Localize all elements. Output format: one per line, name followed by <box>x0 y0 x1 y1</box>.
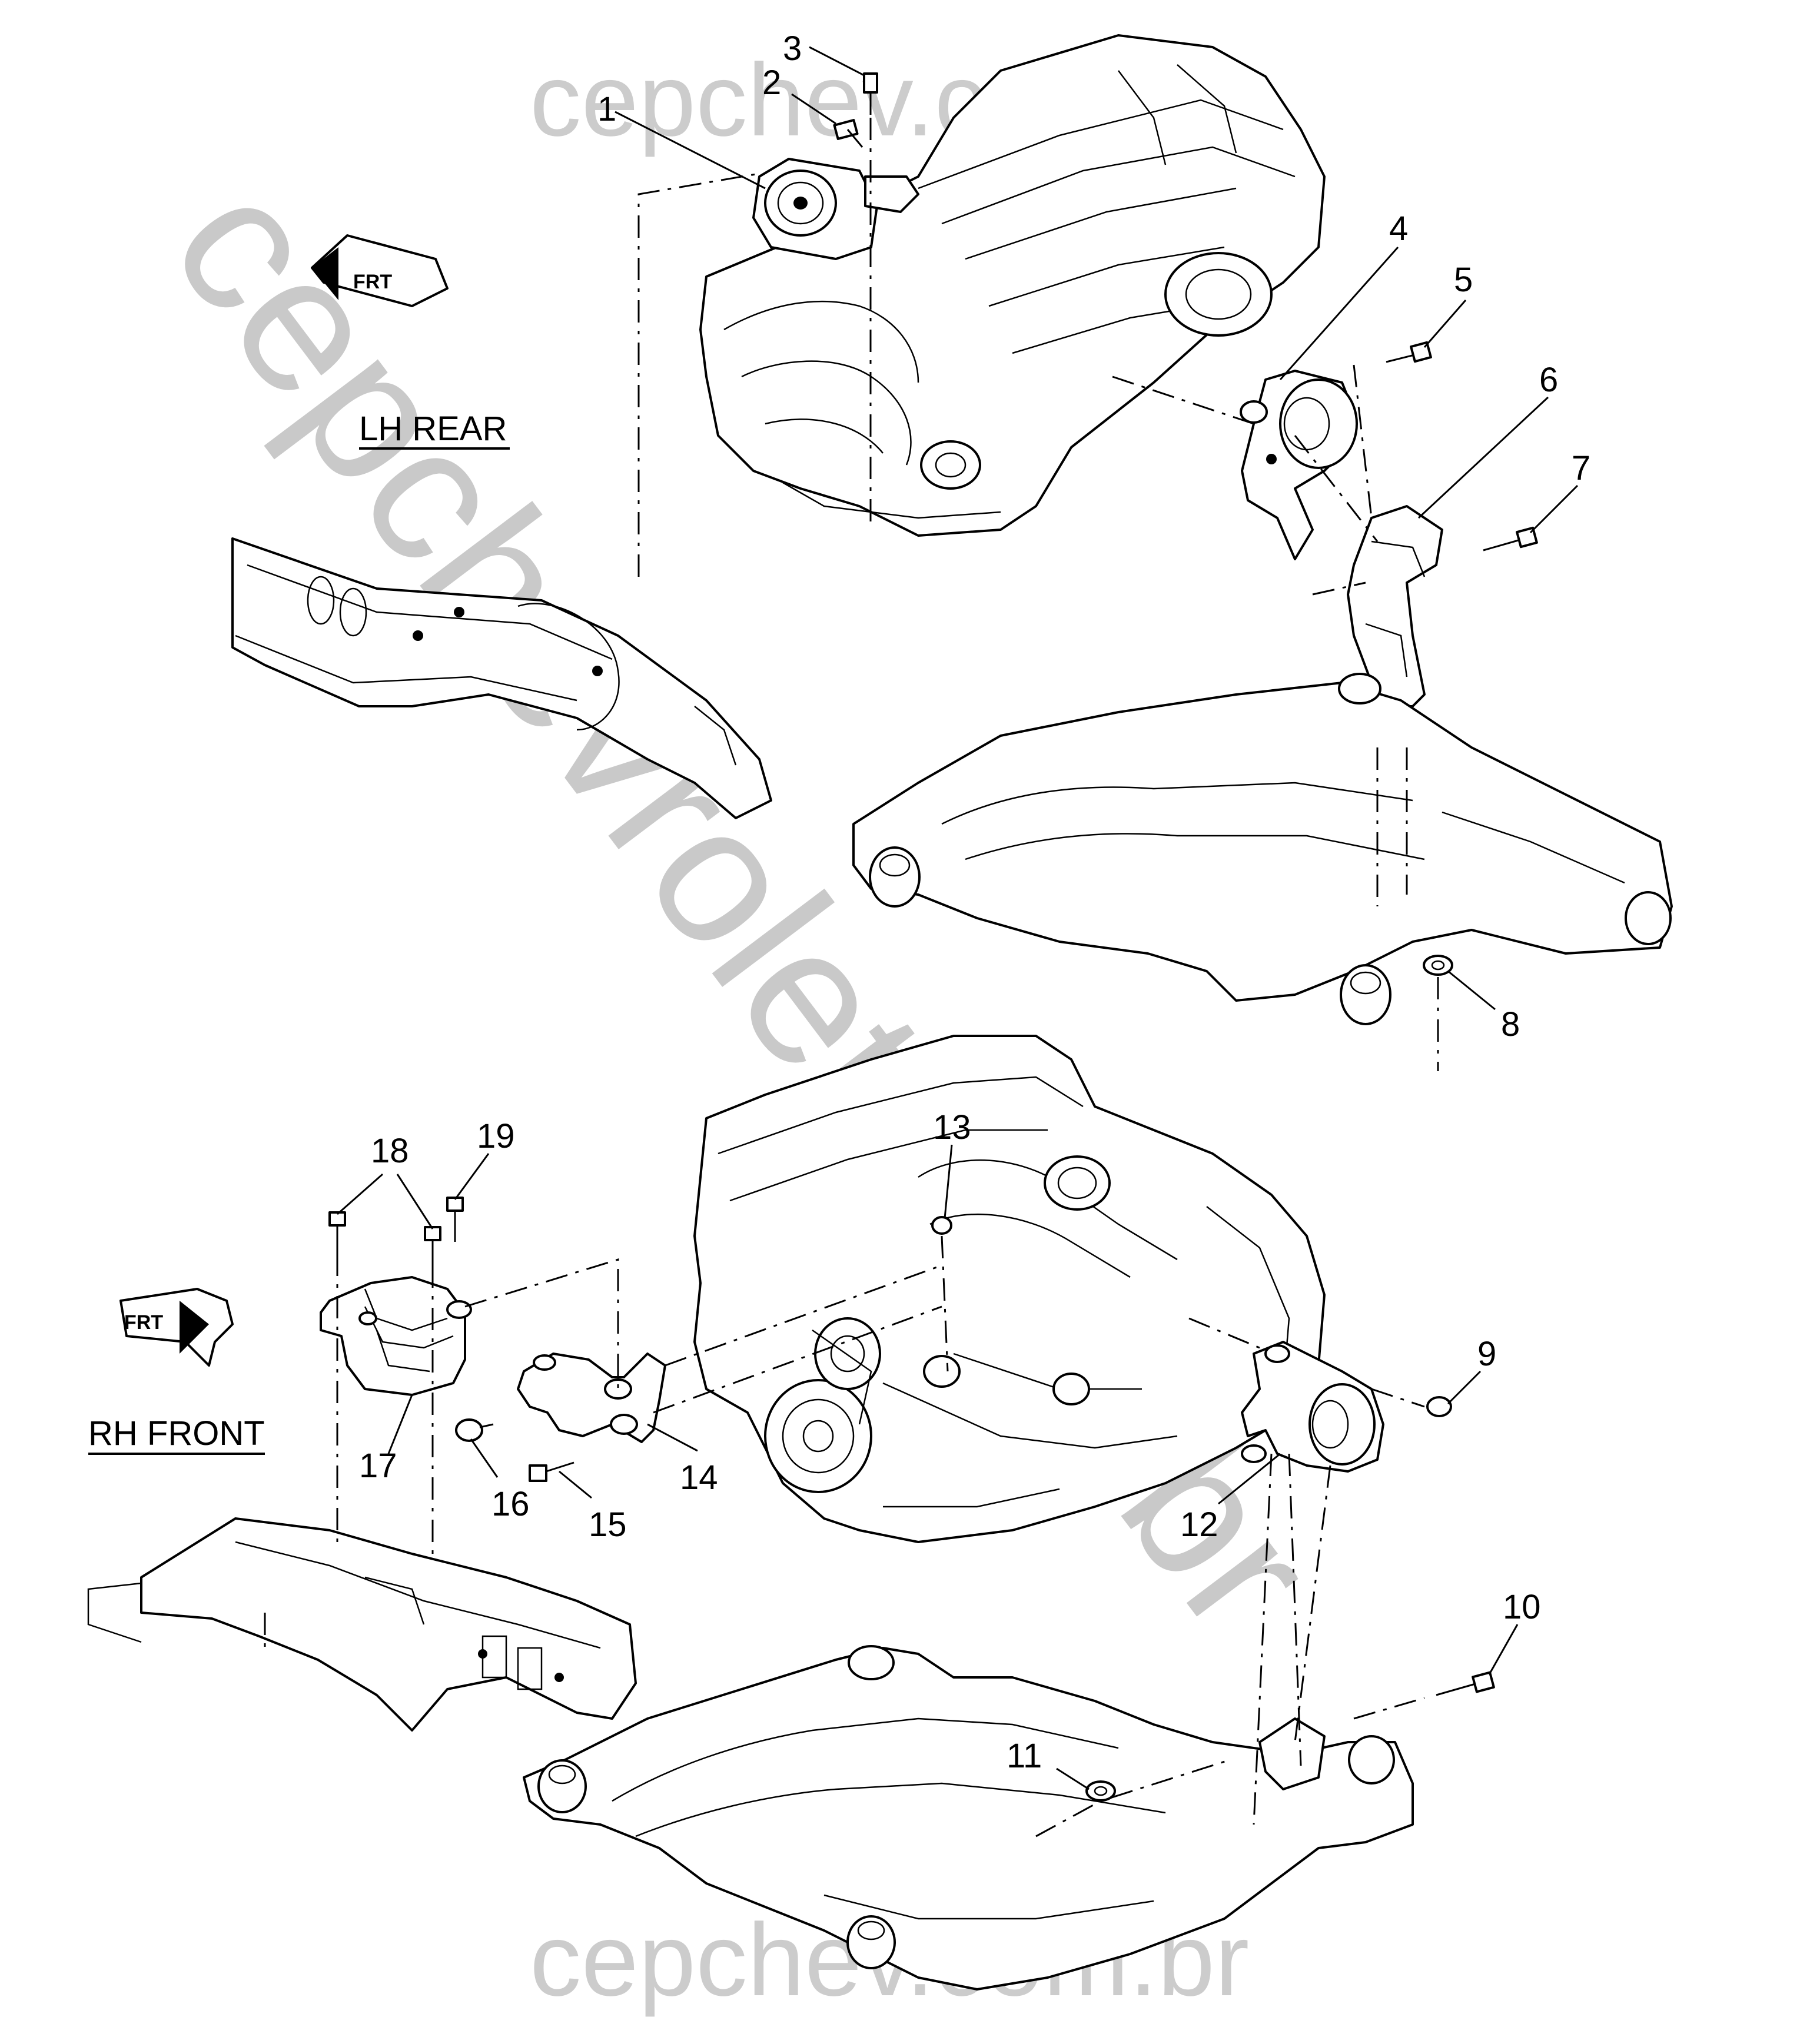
leader-lines <box>337 46 1579 1790</box>
rh-front-mount <box>320 1276 472 1396</box>
lh-rear-label: LH REAR <box>359 410 507 448</box>
callout-5: 5 <box>1454 261 1473 299</box>
alignment-line-12b <box>1288 1453 1302 1766</box>
alignment-line-mount-4 <box>1112 376 1254 425</box>
callout-7: 7 <box>1572 449 1590 487</box>
bolt-7 <box>1483 526 1538 551</box>
callout-18: 18 <box>371 1132 409 1170</box>
rh-front-view: FRT RH FRONT <box>87 1035 1495 1991</box>
callout-16: 16 <box>491 1485 530 1523</box>
engine-transmission-assembly-rear <box>699 34 1326 537</box>
nut-11 <box>1085 1780 1116 1802</box>
frt-arrow-icon: FRT <box>311 234 449 307</box>
alignment-line-12c <box>1294 1465 1331 1743</box>
callout-8: 8 <box>1501 1005 1520 1044</box>
engine-bracket-14 <box>517 1353 666 1443</box>
frt-label-top: FRT <box>353 271 392 293</box>
nut-8 <box>1423 955 1453 976</box>
bolt-3 <box>863 72 878 115</box>
callout-2: 2 <box>762 64 781 102</box>
alignment-line-12a <box>1253 1453 1273 1825</box>
alignment-line-nut-11 <box>1035 1759 1231 1837</box>
callout-labels: 1 2 3 4 5 6 7 8 9 10 11 12 13 14 15 16 1… <box>359 29 1590 1775</box>
callout-4: 4 <box>1389 210 1408 248</box>
callout-12: 12 <box>1180 1506 1218 1544</box>
alignment-line-bolt-10 <box>1353 1697 1425 1720</box>
callout-9: 9 <box>1477 1335 1496 1373</box>
callout-14: 14 <box>680 1458 718 1497</box>
rh-frame-rail <box>87 1517 637 1732</box>
callout-1: 1 <box>597 90 616 128</box>
callout-13: 13 <box>933 1108 971 1147</box>
lh-rear-view: FRT LH REAR <box>231 34 1673 1071</box>
rear-mount <box>1240 370 1358 560</box>
frt-label-bottom: FRT <box>124 1311 163 1334</box>
alignment-line-rear-rail <box>637 172 760 577</box>
transmission-mount-upper <box>752 158 919 260</box>
bolt-5 <box>1386 341 1432 363</box>
alignment-line-bolt-5 <box>1353 364 1373 519</box>
callout-10: 10 <box>1503 1588 1541 1626</box>
alignment-line-bracket-engine-a <box>665 1264 942 1367</box>
bolt-19 <box>446 1197 464 1242</box>
bolt-16 <box>455 1418 494 1442</box>
callout-3: 3 <box>783 29 802 68</box>
lh-frame-rail <box>231 537 772 819</box>
rh-front-label: RH FRONT <box>88 1414 265 1453</box>
callout-19: 19 <box>477 1117 515 1155</box>
bolt-18a <box>328 1211 346 1254</box>
bolt-10 <box>1436 1671 1495 1696</box>
callout-15: 15 <box>589 1506 627 1544</box>
bolt-15 <box>529 1461 574 1482</box>
frt-arrow-icon: FRT <box>119 1288 234 1367</box>
bolt-18b <box>424 1226 441 1265</box>
rear-cradle <box>852 673 1673 1025</box>
callout-11: 11 <box>1007 1737 1042 1775</box>
alignment-line-bolt-9 <box>1371 1388 1425 1408</box>
bolt-9 <box>1426 1396 1452 1417</box>
front-cradle <box>523 1645 1414 1991</box>
alignment-line-mount-12 <box>1188 1317 1260 1349</box>
alignment-line-bracket-upper <box>464 1258 619 1389</box>
front-lower-mount <box>1241 1341 1384 1473</box>
alignment-line-bracket-stud <box>1312 581 1366 596</box>
bolt-13 <box>931 1216 952 1235</box>
engine-assembly-front <box>693 1035 1326 1543</box>
callout-6: 6 <box>1539 361 1558 399</box>
callout-17: 17 <box>359 1447 397 1485</box>
alignment-line-bracket-engine-b <box>653 1305 942 1414</box>
bolt-2 <box>833 119 863 148</box>
